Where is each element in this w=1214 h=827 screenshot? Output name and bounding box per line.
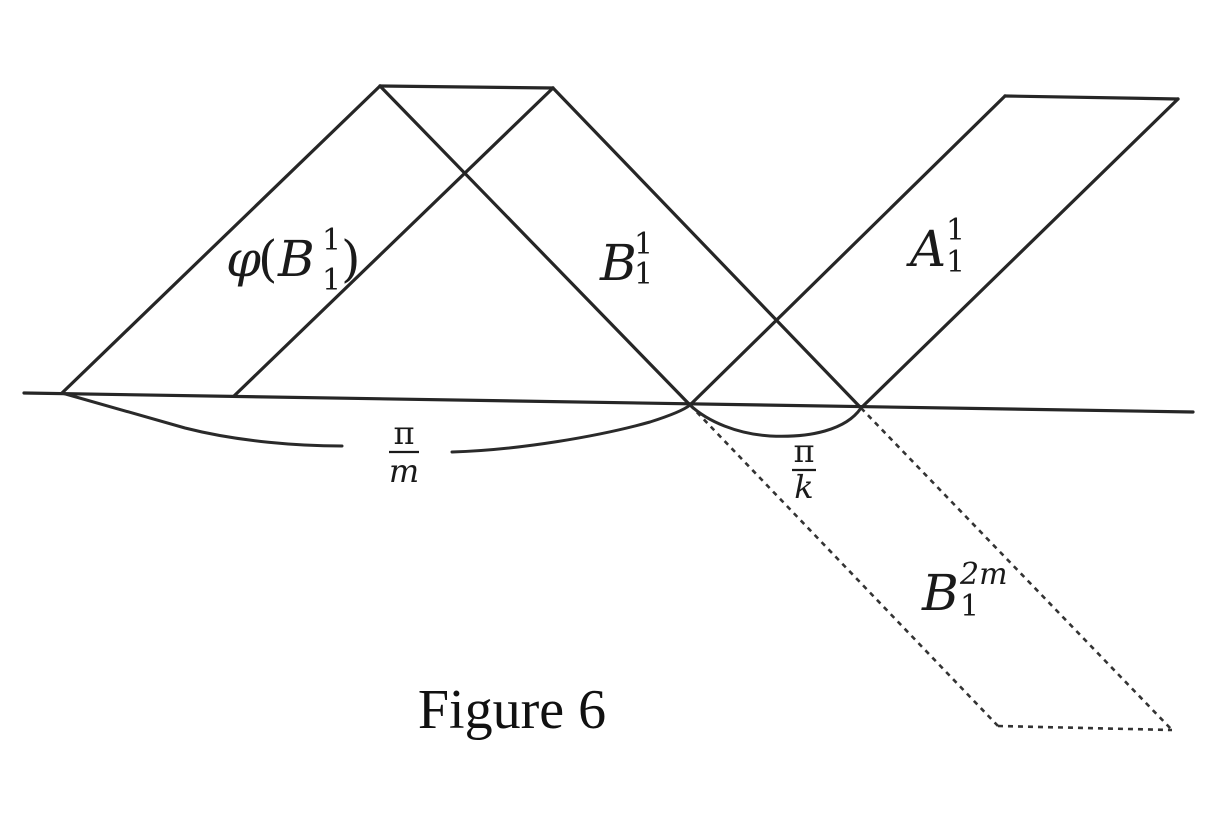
b2m-strip-right-edge <box>860 407 1173 731</box>
label-a1: A 1 1 <box>906 213 965 280</box>
brace-pi-m-right <box>450 403 692 454</box>
figure-caption: Figure 6 <box>418 679 606 741</box>
a-strip-right-edge <box>859 97 1180 410</box>
phi-open-paren: ( <box>258 230 278 288</box>
b1-base-letter: B <box>599 234 637 292</box>
pi-m-numerator: π <box>393 414 414 452</box>
a1-base-letter: A <box>906 220 946 278</box>
pi-k-denominator: k <box>794 468 813 506</box>
phi-superscript: 1 <box>322 223 341 258</box>
top-edge-right <box>1003 94 1180 101</box>
top-edge-left <box>378 84 555 90</box>
a-strip-left-edge <box>688 94 1007 407</box>
brace-pi-m-left <box>60 391 344 448</box>
label-b2m: B 2m 1 <box>921 557 1008 624</box>
label-pi-over-k: π k <box>792 432 816 506</box>
b2m-superscript: 2m <box>959 557 1008 592</box>
b1-subscript: 1 <box>634 257 653 292</box>
brace-pi-k <box>688 403 863 438</box>
label-pi-over-m: π m <box>389 414 419 490</box>
label-b1: B 1 1 <box>599 227 653 292</box>
b2m-strip-left-edge <box>689 404 999 727</box>
b-strip-right-edge <box>551 86 863 410</box>
pi-k-numerator: π <box>793 432 814 470</box>
b2m-strip-bottom-edge <box>997 724 1173 732</box>
a1-superscript: 1 <box>946 213 965 248</box>
a1-subscript: 1 <box>946 245 965 280</box>
phi-subscript: 1 <box>322 263 341 298</box>
b1-superscript: 1 <box>634 227 653 262</box>
b2m-base-letter: B <box>921 564 959 622</box>
label-phi-b: φ ( B 1 1 ) <box>226 223 361 298</box>
phi-b-strip-right-edge <box>232 86 555 398</box>
baseline <box>22 391 1195 414</box>
pi-m-denominator: m <box>389 452 419 490</box>
b2m-subscript: 1 <box>960 589 979 624</box>
b-strip-left-edge <box>378 84 692 407</box>
phi-base-letter: B <box>277 230 315 288</box>
phi-symbol: φ <box>226 230 261 288</box>
phi-close-paren: ) <box>341 230 361 288</box>
phi-b-strip-left-edge <box>60 84 382 395</box>
